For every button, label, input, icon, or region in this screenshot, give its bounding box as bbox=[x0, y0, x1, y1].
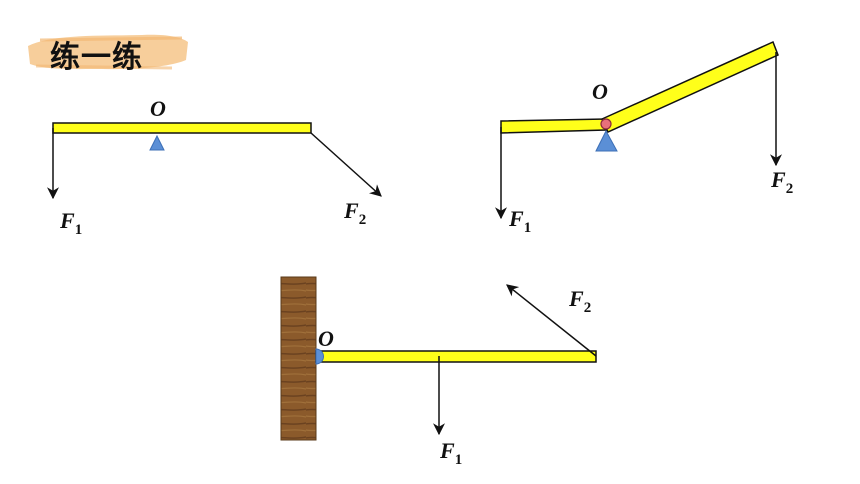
force-label-f2: F2 bbox=[343, 198, 366, 228]
lever-beam-left-arm bbox=[500, 118, 607, 134]
diagram-top-left: O F1 F2 bbox=[47, 96, 382, 238]
pivot-pin bbox=[600, 118, 612, 130]
lever-beam-right-arm bbox=[601, 40, 779, 133]
brush-stroke-highlight bbox=[28, 34, 188, 70]
pivot-label: O bbox=[150, 96, 166, 121]
wooden-wall bbox=[280, 276, 317, 441]
diagram-top-right: O F1 F2 bbox=[495, 40, 793, 236]
lever-beam bbox=[315, 350, 597, 363]
wall-hinge bbox=[315, 348, 324, 365]
force-label-f2: F2 bbox=[568, 286, 591, 316]
page-title: 练一练 bbox=[50, 40, 143, 75]
force-label-f1: F1 bbox=[59, 208, 82, 238]
fulcrum-triangle bbox=[595, 129, 618, 152]
force-arrow-f2 bbox=[506, 284, 597, 357]
force-label-f1: F1 bbox=[439, 438, 462, 468]
pivot-label: O bbox=[592, 79, 608, 104]
pivot-label: O bbox=[318, 326, 334, 351]
diagram-bottom-wall: O F2 F1 bbox=[280, 276, 597, 468]
title-banner: 练一练 bbox=[22, 26, 192, 78]
force-label-f1: F1 bbox=[508, 206, 531, 236]
force-label-f2: F2 bbox=[770, 167, 793, 197]
lever-beam bbox=[52, 122, 312, 134]
force-arrow-f2 bbox=[310, 132, 382, 197]
fulcrum-triangle bbox=[149, 134, 165, 151]
